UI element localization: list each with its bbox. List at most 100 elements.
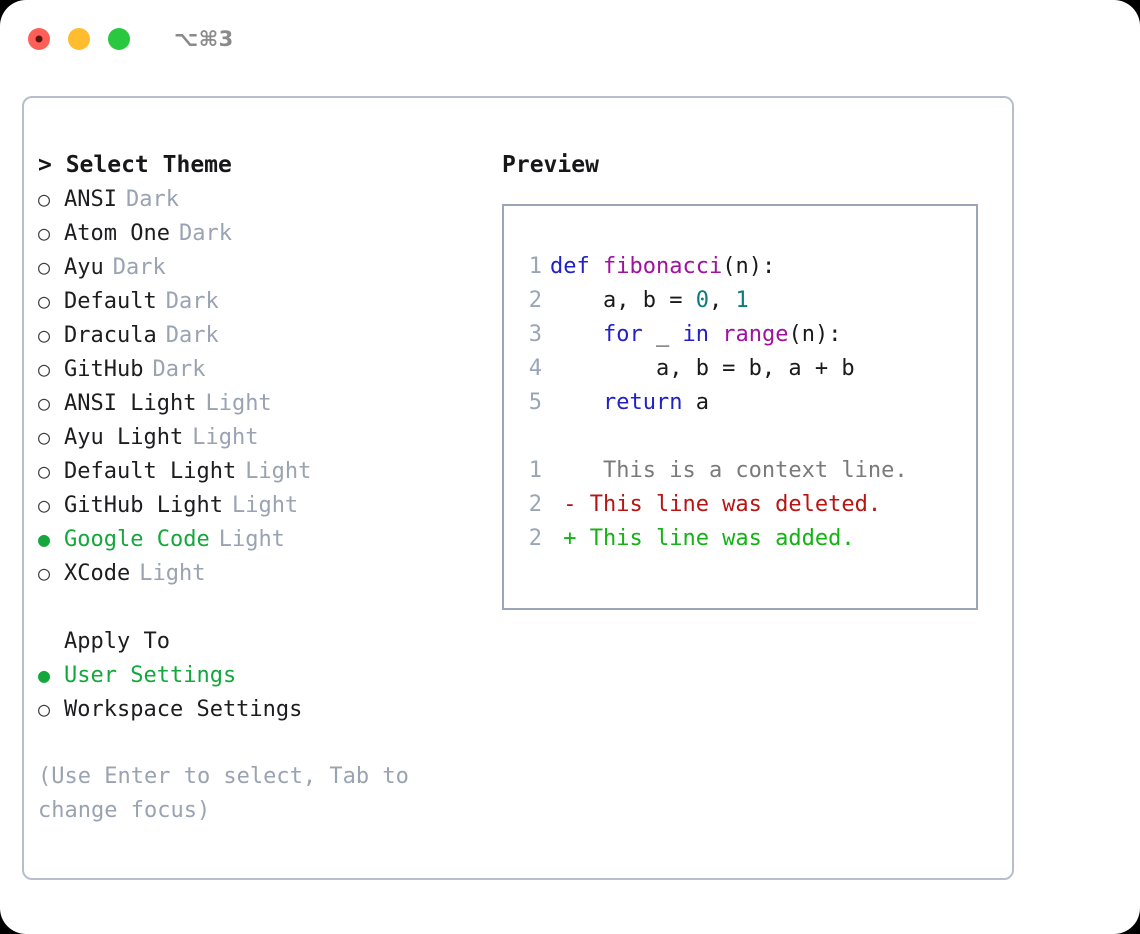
- radio-unselected-icon: ○: [38, 459, 51, 483]
- code-token-kw: in: [682, 322, 709, 347]
- theme-option-label: Google Code: [64, 527, 210, 552]
- diff-line-text-del: - This line was deleted.: [550, 492, 882, 517]
- code-line-text: a, b = 0, 1: [550, 284, 749, 318]
- theme-option-label: Atom One: [64, 221, 170, 246]
- code-token-kw: for: [602, 322, 643, 347]
- theme-option-category: Dark: [152, 357, 206, 382]
- theme-option-label: Ayu: [64, 255, 104, 280]
- radio-unselected-icon: ○: [38, 357, 51, 381]
- radio-unselected-icon: ○: [38, 391, 51, 415]
- radio-unselected-icon: ○: [38, 255, 51, 279]
- theme-option-category: Light: [192, 425, 259, 450]
- theme-option-label: Dracula: [64, 323, 157, 348]
- theme-option-category: Light: [205, 391, 272, 416]
- apply-to-heading: Apply To: [64, 629, 170, 654]
- theme-option-label: Default: [64, 289, 157, 314]
- code-token-plain: a: [682, 390, 709, 415]
- theme-option-category: Light: [231, 493, 299, 518]
- radio-unselected-icon: ○: [38, 561, 51, 585]
- theme-option-category: Dark: [165, 323, 219, 348]
- close-button[interactable]: [28, 28, 50, 50]
- code-line-text: a, b = b, a + b: [550, 352, 855, 386]
- title-bar: ⌥⌘3: [0, 0, 1140, 78]
- code-token-kw: def: [550, 254, 603, 279]
- theme-option-category: Dark: [112, 255, 166, 280]
- code-token-fn: range: [722, 322, 789, 347]
- code-line: 3 for _ in range(n):: [504, 318, 976, 352]
- code-line: 5 return a: [504, 386, 976, 420]
- code-token-kw: return: [602, 390, 683, 415]
- apply-to-option-label: User Settings: [64, 663, 237, 688]
- code-spacer: [504, 420, 976, 454]
- maximize-button[interactable]: [108, 28, 130, 50]
- theme-option-category: Dark: [178, 221, 232, 246]
- apply-to-option-1[interactable]: ○ Workspace Settings: [38, 692, 478, 726]
- radio-unselected-icon: ○: [38, 697, 51, 721]
- theme-option-4[interactable]: ○ Dracula Dark: [38, 318, 478, 352]
- theme-option-label: ANSI Light: [64, 391, 197, 416]
- radio-unselected-icon: ○: [38, 323, 51, 347]
- theme-option-category: Light: [245, 459, 312, 484]
- code-line-text: for _ in range(n):: [550, 318, 841, 352]
- diff-line: 2 + This line was added.: [504, 522, 976, 556]
- theme-option-label: XCode: [64, 561, 131, 586]
- blank-marker-icon: ○: [38, 624, 64, 658]
- theme-option-label: Default Light: [64, 459, 237, 484]
- theme-option-3[interactable]: ○ Default Dark: [38, 284, 478, 318]
- minimize-button[interactable]: [68, 28, 90, 50]
- code-token-plain: [550, 322, 603, 347]
- code-token-fn: fibonacci: [602, 254, 723, 279]
- theme-option-7[interactable]: ○ Ayu Light Light: [38, 420, 478, 454]
- theme-option-8[interactable]: ○ Default Light Light: [38, 454, 478, 488]
- apply-to-list[interactable]: ● User Settings ○ Workspace Settings: [38, 658, 478, 726]
- radio-unselected-icon: ○: [38, 289, 51, 313]
- code-token-plain: (n):: [722, 254, 776, 279]
- window-controls: [28, 28, 130, 50]
- radio-unselected-icon: ○: [38, 493, 51, 517]
- apply-to-option-0[interactable]: ● User Settings: [38, 658, 478, 692]
- radio-unselected-icon: ○: [38, 187, 51, 211]
- apply-to-heading-row: ○ Apply To: [38, 624, 478, 658]
- theme-option-label: GitHub Light: [64, 493, 223, 518]
- apply-to-option-label: Workspace Settings: [64, 697, 303, 722]
- theme-option-2[interactable]: ○ Ayu Dark: [38, 250, 478, 284]
- radio-unselected-icon: ○: [38, 425, 51, 449]
- apply-to-section: ○ Apply To ●User Settings○Workspace Sett…: [38, 624, 478, 726]
- diff-line-number: 1: [528, 458, 542, 483]
- code-line-number: 4: [528, 356, 542, 381]
- diff-sample: 1 This is a context line. 2 - This line w…: [504, 454, 976, 556]
- code-line-text: def fibonacci(n):: [550, 250, 775, 284]
- theme-option-category: Light: [139, 561, 206, 586]
- code-token-plain: ,: [708, 288, 736, 313]
- keyboard-hint-text: (Use Enter to select, Tab to change focu…: [38, 764, 409, 823]
- diff-line-text-ctx: This is a context line.: [550, 458, 908, 483]
- theme-option-label: Ayu Light: [64, 425, 184, 450]
- radio-selected-icon: ●: [38, 663, 51, 687]
- code-line-number: 5: [528, 390, 542, 415]
- code-line-number: 3: [528, 322, 542, 347]
- code-token-plain: [709, 322, 722, 347]
- code-line-text: return a: [550, 386, 709, 420]
- code-line-number: 2: [528, 288, 542, 313]
- keyboard-shortcut-label: ⌥⌘3: [174, 27, 234, 51]
- theme-option-6[interactable]: ○ ANSI Light Light: [38, 386, 478, 420]
- theme-option-11[interactable]: ○ XCode Light: [38, 556, 478, 590]
- theme-option-category: Dark: [125, 187, 179, 212]
- code-token-plain: a, b =: [550, 288, 696, 313]
- theme-option-category: Dark: [165, 289, 219, 314]
- radio-selected-icon: ●: [38, 527, 51, 551]
- diff-line-number: 2: [528, 526, 542, 551]
- theme-option-9[interactable]: ○ GitHub Light Light: [38, 488, 478, 522]
